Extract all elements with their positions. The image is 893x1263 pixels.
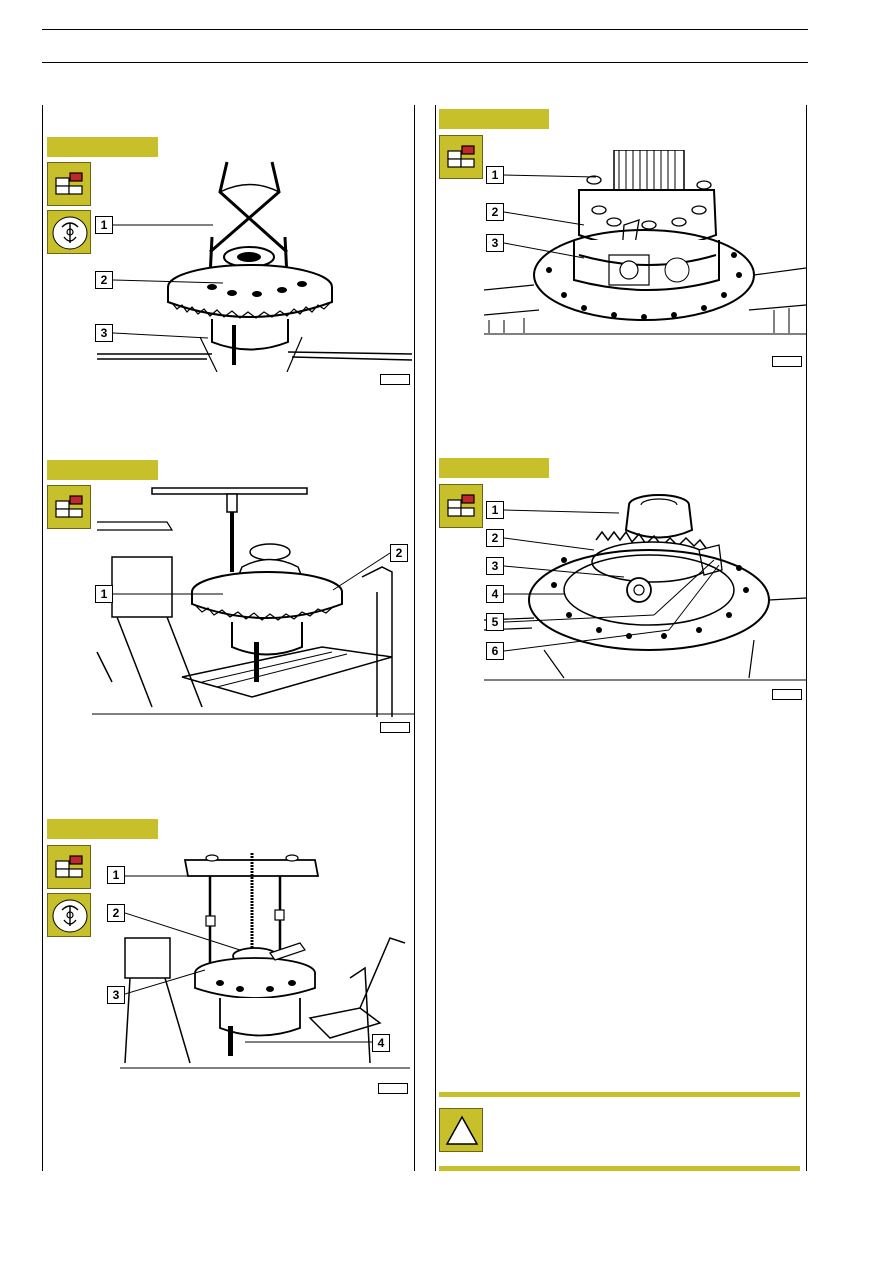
callout-3: 3 [107, 986, 125, 1004]
figure-b-illustration [92, 487, 414, 717]
exploded-parts-icon [47, 845, 91, 889]
exploded-parts-icon [47, 162, 91, 206]
figure-e-leader-lines [504, 509, 720, 652]
exploded-parts-icon [439, 135, 483, 179]
figure-number-box [378, 1083, 408, 1094]
callout-2: 2 [390, 544, 408, 562]
figure-d-illustration [484, 150, 806, 335]
callout-2: 2 [107, 904, 125, 922]
figure-number-box [380, 722, 410, 733]
callout-6: 6 [486, 642, 504, 660]
header-rule-top [42, 29, 808, 30]
exploded-parts-icon [439, 484, 483, 528]
figure-header-bar [47, 137, 158, 157]
figure-a-leader-lines [113, 224, 224, 339]
callout-1: 1 [107, 866, 125, 884]
callout-1: 1 [95, 216, 113, 234]
figure-number-box [772, 689, 802, 700]
callout-1: 1 [486, 166, 504, 184]
callout-3: 3 [95, 324, 113, 342]
right-column-border [806, 105, 807, 1171]
figure-header-bar [439, 458, 549, 478]
special-tool-icon [47, 210, 91, 254]
callout-5: 5 [486, 613, 504, 631]
figure-c-leader-lines [125, 875, 372, 1043]
callout-2: 2 [95, 271, 113, 289]
exploded-parts-icon [47, 485, 91, 529]
callout-1: 1 [95, 585, 113, 603]
callout-3: 3 [486, 557, 504, 575]
warning-bottom-bar [439, 1166, 800, 1171]
callout-2: 2 [486, 529, 504, 547]
figure-a-illustration [97, 161, 413, 372]
header-rule-bottom [42, 62, 808, 63]
figure-c-illustration [120, 853, 410, 1069]
figure-e-illustration [484, 494, 806, 681]
column-divider-left [414, 105, 415, 1171]
callout-1: 1 [486, 501, 504, 519]
callout-3: 3 [486, 234, 504, 252]
column-divider-right [435, 105, 436, 1171]
figure-header-bar [47, 460, 158, 480]
figure-d-leader-lines [504, 174, 597, 259]
figure-number-box [772, 356, 802, 367]
warning-top-bar [439, 1092, 800, 1097]
special-tool-icon [47, 893, 91, 937]
figure-header-bar [439, 109, 549, 129]
callout-2: 2 [486, 203, 504, 221]
callout-4: 4 [372, 1034, 390, 1052]
figure-number-box [380, 374, 410, 385]
left-column-border [42, 105, 43, 1171]
callout-4: 4 [486, 585, 504, 603]
warning-triangle-icon [439, 1108, 483, 1152]
figure-header-bar [47, 819, 158, 839]
figure-b-leader-lines [113, 552, 391, 595]
